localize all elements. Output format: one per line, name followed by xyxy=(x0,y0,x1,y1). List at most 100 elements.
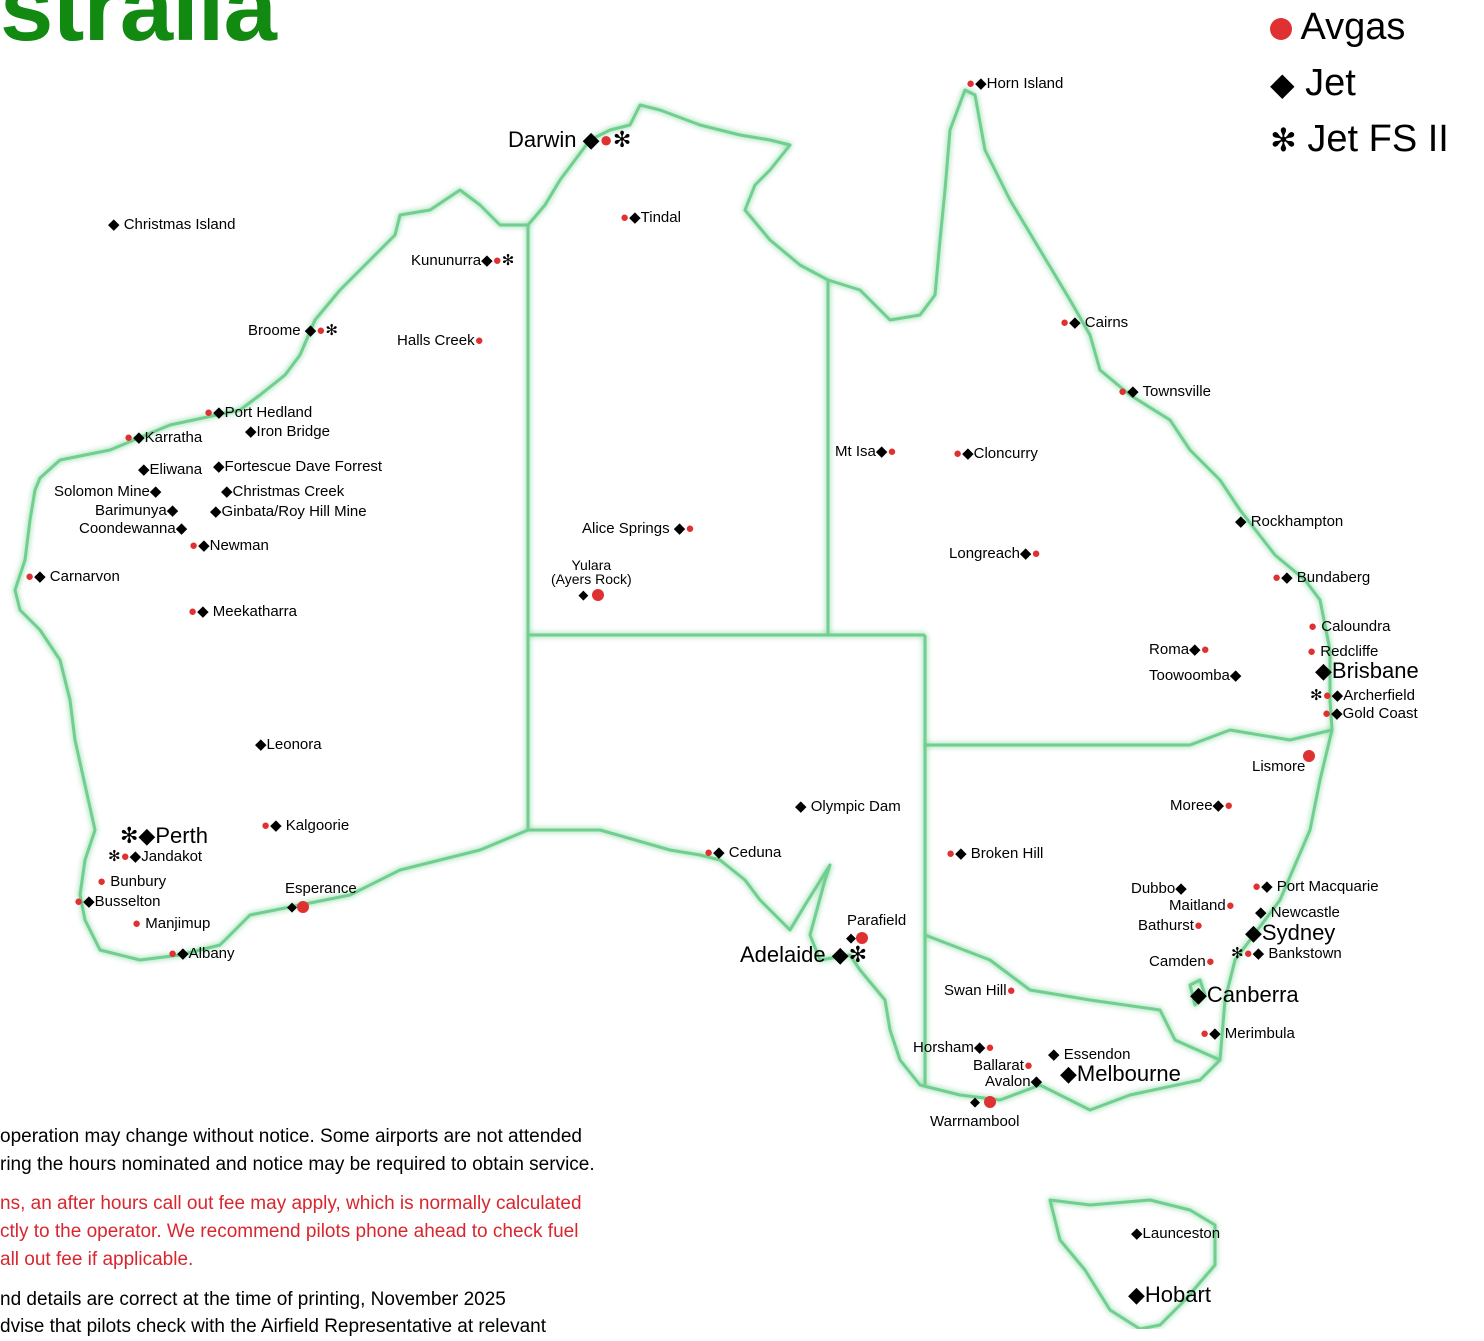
jet-diamond-icon: ◆ xyxy=(846,930,856,945)
note-line-4: ctly to the operator. We recommend pilot… xyxy=(0,1221,579,1242)
lismore-avgas-dot xyxy=(1303,750,1315,762)
yulara-markers: ◆ xyxy=(551,587,632,602)
location-dubbo: Dubbo◆ xyxy=(1131,880,1187,897)
location-lismore: Lismore xyxy=(1252,758,1306,775)
location-leonora: ◆Leonora xyxy=(255,736,322,753)
avgas-dot-icon: ● xyxy=(189,537,199,554)
jet-diamond-icon: ◆ xyxy=(970,1094,980,1109)
location-sydney: ◆Sydney xyxy=(1245,920,1336,945)
location-parafield: Parafield xyxy=(847,912,907,929)
avgas-dot-icon: ● xyxy=(25,568,35,585)
location-canberra: ◆Canberra xyxy=(1190,982,1299,1007)
location-warrnambool: Warrnambool xyxy=(930,1113,1020,1130)
avgas-dot-icon xyxy=(297,901,309,914)
avgas-dot-icon xyxy=(984,1096,997,1109)
note-line-3: ns, an after hours call out fee may appl… xyxy=(0,1193,582,1214)
legend-jetfs-label: Jet FS II xyxy=(1307,118,1449,160)
location-bankstown: ✻●◆ Bankstown xyxy=(1231,945,1342,962)
location-horsham: Horsham◆● xyxy=(913,1039,995,1056)
location-newcastle: ◆ Newcastle xyxy=(1255,904,1340,921)
location-kalgoorie: ●◆ Kalgoorie xyxy=(261,817,350,834)
mainland-outline xyxy=(13,88,1334,1112)
avgas-dot-icon: ● xyxy=(599,127,613,152)
location-essendon: ◆ Essendon xyxy=(1048,1046,1131,1063)
jet-diamond-icon: ◆ xyxy=(1270,66,1295,102)
map-title: stralia xyxy=(0,0,277,61)
avgas-dot-icon: ● xyxy=(261,817,271,834)
location-alice-springs: Alice Springs ◆● xyxy=(582,520,695,537)
warrnambool-markers: ◆ xyxy=(970,1093,997,1110)
location-caloundra: ● Caloundra xyxy=(1308,618,1391,635)
location-hobart: ◆Hobart xyxy=(1128,1282,1211,1307)
location-bunbury: ● Bunbury xyxy=(97,873,167,890)
act-outline xyxy=(1188,978,1207,1007)
tasmania-outline xyxy=(1048,1198,1217,1329)
location-perth: ✻◆Perth xyxy=(120,823,208,848)
location-halls-creek: Halls Creek● xyxy=(397,332,484,349)
avgas-dot-icon: ● xyxy=(120,848,130,865)
note-line-1: operation may change without notice. Som… xyxy=(0,1126,582,1147)
location-manjimup: ● Manjimup xyxy=(132,915,211,932)
location-bundaberg: ●◆ Bundaberg xyxy=(1272,569,1371,586)
location-longreach: Longreach◆● xyxy=(949,545,1041,562)
location-karratha: ●◆Karratha xyxy=(124,429,203,446)
avgas-dot-icon: ● xyxy=(1118,383,1128,400)
location-fortescue: ◆Fortescue Dave Forrest xyxy=(213,458,383,475)
location-brisbane: ◆Brisbane xyxy=(1315,658,1419,683)
avgas-dot-icon: ● xyxy=(204,404,214,421)
avgas-dot-icon: ● xyxy=(97,873,107,890)
qld-nsw-border xyxy=(925,728,1333,747)
location-bathurst: Bathurst● xyxy=(1138,917,1203,934)
location-launceston: ◆Launceston xyxy=(1131,1225,1221,1242)
avgas-dot-icon: ● xyxy=(1225,897,1235,914)
location-albany: ●◆Albany xyxy=(168,945,235,962)
avgas-dot-icon xyxy=(856,932,868,945)
avgas-dot-icon: ● xyxy=(953,445,963,462)
avgas-dot-icon: ● xyxy=(1060,314,1070,331)
avgas-dot-icon: ● xyxy=(1006,982,1016,999)
avgas-dot-icon: ● xyxy=(1322,705,1332,722)
avgas-dot-icon: ● xyxy=(124,429,134,446)
location-melbourne: ◆Melbourne xyxy=(1060,1061,1181,1086)
location-archerfield: ✻●◆Archerfield xyxy=(1310,687,1415,704)
location-toowoomba: Toowoomba◆ xyxy=(1149,667,1242,684)
location-maitland: Maitland● xyxy=(1169,897,1235,914)
location-redcliffe: ● Redcliffe xyxy=(1307,643,1379,660)
location-busselton: ●◆Busselton xyxy=(74,893,161,910)
avgas-dot-icon: ● xyxy=(620,209,630,226)
note-line-2: ring the hours nominated and notice may … xyxy=(0,1154,595,1175)
note-line-5: all out fee if applicable. xyxy=(0,1249,194,1270)
location-newman: ●◆Newman xyxy=(189,537,269,554)
avgas-dot-icon: ● xyxy=(168,945,178,962)
location-cairns: ●◆ Cairns xyxy=(1060,314,1129,331)
avgas-dot-icon: ● xyxy=(1193,917,1203,934)
jetfs-asterisk-icon: ✻ xyxy=(1270,122,1297,158)
legend-avgas: Avgas xyxy=(1270,6,1405,49)
avgas-dot-icon: ● xyxy=(1023,1057,1033,1074)
location-solomon-mine: Solomon Mine◆ xyxy=(54,483,162,500)
location-gold-coast: ●◆Gold Coast xyxy=(1322,705,1418,722)
location-olympic-dam: ◆ Olympic Dam xyxy=(795,798,901,815)
location-rockhampton: ◆ Rockhampton xyxy=(1235,513,1344,530)
legend-avgas-label: Avgas xyxy=(1300,6,1406,48)
location-townsville: ●◆ Townsville xyxy=(1118,383,1211,400)
location-port-hedland: ●◆Port Hedland xyxy=(204,404,313,421)
avgas-dot-icon: ● xyxy=(1308,618,1318,635)
avgas-dot-icon: ● xyxy=(1200,641,1210,658)
avgas-dot-icon: ● xyxy=(132,915,142,932)
parafield-markers: ◆ xyxy=(846,929,868,946)
note-line-7: dvise that pilots check with the Airfiel… xyxy=(0,1316,547,1337)
location-ginbata: ◆Ginbata/Roy Hill Mine xyxy=(210,503,367,520)
location-broome: Broome ◆●✻ xyxy=(248,322,338,339)
avgas-dot-icon: ● xyxy=(316,322,326,339)
location-swan-hill: Swan Hill● xyxy=(944,982,1016,999)
legend-jet-label: Jet xyxy=(1305,62,1356,104)
location-horn-island: ●◆Horn Island xyxy=(966,75,1064,92)
note-line-6: nd details are correct at the time of pr… xyxy=(0,1289,506,1310)
avgas-dot-icon: ● xyxy=(74,893,84,910)
location-ballarat: Ballarat● xyxy=(973,1057,1033,1074)
location-coondewanna: Coondewanna◆ xyxy=(79,520,188,537)
location-avalon: Avalon◆ xyxy=(985,1073,1043,1090)
location-merimbula: ●◆ Merimbula xyxy=(1200,1025,1295,1042)
avgas-dot-icon: ● xyxy=(1272,569,1282,586)
